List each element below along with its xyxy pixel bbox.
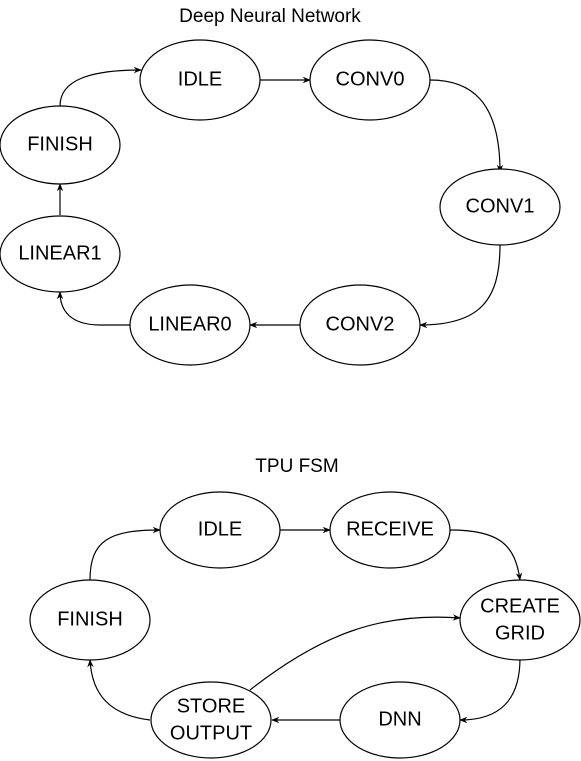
state-conv1: CONV1	[439, 168, 561, 246]
edge-store-output-to-finish	[87, 659, 151, 721]
edge-store-output-to-create-grid	[249, 614, 461, 691]
state-linear1-label: LINEAR1	[18, 242, 101, 264]
tpu-state-dnn-label: DNN	[378, 708, 421, 730]
tpu-diagram: TPU FSM IDLE RECEIVE CREATE GRID DNN	[29, 456, 581, 759]
edge-finish-to-idle	[59, 66, 142, 107]
edge-conv1-to-conv2	[419, 244, 501, 329]
tpu-state-store-output-label-line2: OUTPUT	[170, 722, 252, 744]
tpu-state-create-grid-label-line1: CREATE	[480, 595, 560, 617]
tpu-state-finish: FINISH	[29, 579, 151, 661]
tpu-diagram-title: TPU FSM	[255, 456, 338, 477]
edge-receive-to-create-grid	[449, 529, 523, 581]
state-conv0: CONV0	[309, 39, 431, 121]
edge-linear0-to-linear1	[56, 291, 130, 326]
tpu-state-create-grid: CREATE GRID	[459, 579, 581, 661]
state-linear0: LINEAR0	[129, 284, 251, 366]
edge-conv0-to-conv1	[429, 79, 504, 173]
tpu-state-receive-label: RECEIVE	[346, 518, 434, 540]
state-conv1-label: CONV1	[466, 195, 535, 217]
tpu-state-finish-label: FINISH	[57, 608, 123, 630]
state-conv2: CONV2	[299, 284, 421, 366]
state-conv2-label: CONV2	[326, 313, 395, 335]
edge-create-grid-to-dnn	[459, 657, 521, 724]
state-idle-label: IDLE	[178, 68, 222, 90]
state-finish: FINISH	[0, 105, 121, 185]
state-conv0-label: CONV0	[336, 68, 405, 90]
dnn-diagram-title: Deep Neural Network	[179, 6, 361, 27]
tpu-state-store-output: STORE OUTPUT	[150, 681, 272, 759]
state-finish-label: FINISH	[27, 133, 93, 155]
state-linear0-label: LINEAR0	[148, 313, 231, 335]
tpu-state-dnn: DNN	[339, 681, 461, 759]
tpu-state-store-output-label-line1: STORE	[177, 695, 246, 717]
tpu-state-create-grid-label-line2: GRID	[495, 622, 545, 644]
dnn-diagram: Deep Neural Network IDLE CONV0 CONV1 CON…	[0, 6, 561, 366]
state-idle: IDLE	[139, 39, 261, 121]
edge-finish-to-idle-tpu	[89, 526, 161, 581]
tpu-state-receive: RECEIVE	[329, 491, 451, 569]
tpu-state-idle: IDLE	[159, 491, 281, 569]
tpu-state-idle-label: IDLE	[198, 518, 242, 540]
state-linear1: LINEAR1	[0, 215, 121, 293]
